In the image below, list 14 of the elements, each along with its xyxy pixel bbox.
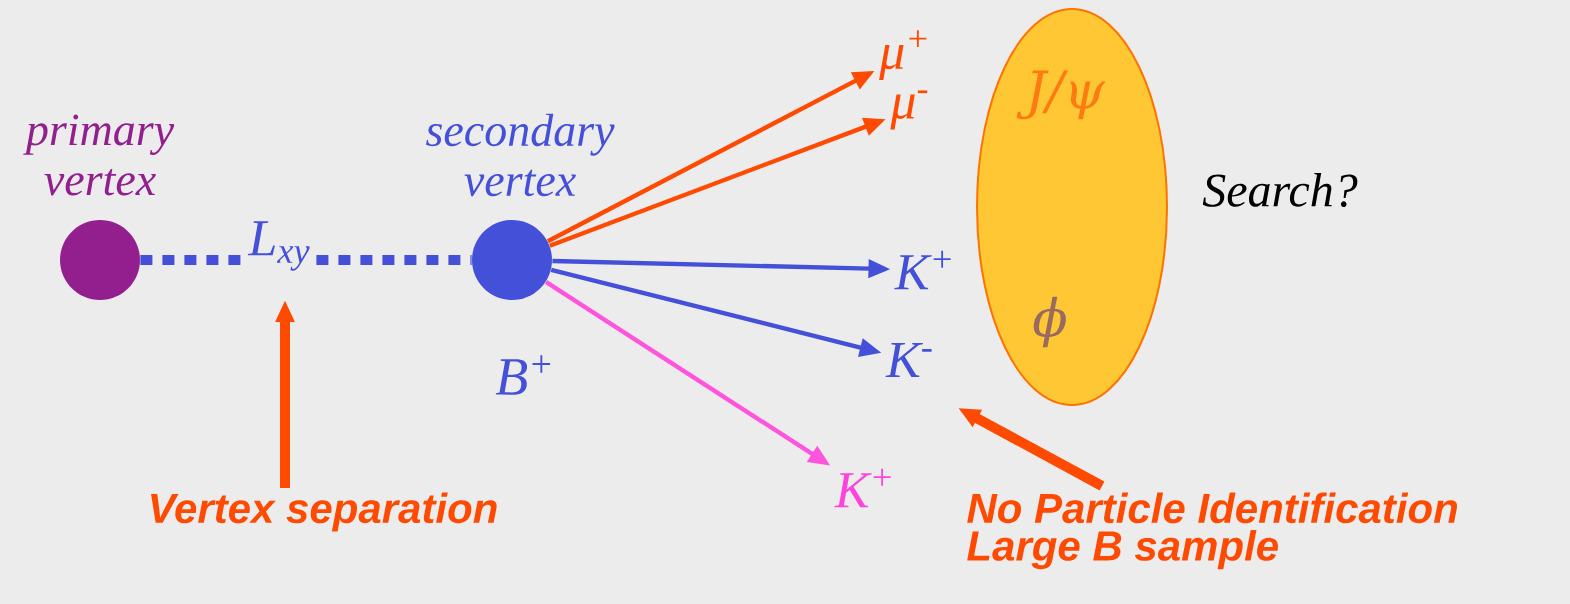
vertex-label: secondary vertex bbox=[426, 113, 615, 197]
particle-label: J/ψ bbox=[1016, 70, 1105, 120]
particle-label: μ$^{+}$ bbox=[879, 30, 927, 80]
particle-label: K$^{+}$ bbox=[834, 468, 891, 508]
vertex-label: primary vertex bbox=[23, 114, 175, 196]
particle-label: B$^{+}$ bbox=[495, 355, 551, 395]
note-text: Large B sample bbox=[967, 530, 1278, 570]
particle-label: ϕ bbox=[1033, 296, 1066, 348]
note-text: Vertex separation bbox=[151, 492, 497, 532]
particle-label: K$^{+}$ bbox=[894, 250, 951, 290]
edge-label: L$_{xy}$ bbox=[246, 219, 313, 273]
particle-label: K$^{-}$ bbox=[885, 342, 932, 377]
note-text: No Particle Identification bbox=[967, 492, 1458, 524]
particle-label: μ$^{-}$ bbox=[890, 90, 928, 130]
